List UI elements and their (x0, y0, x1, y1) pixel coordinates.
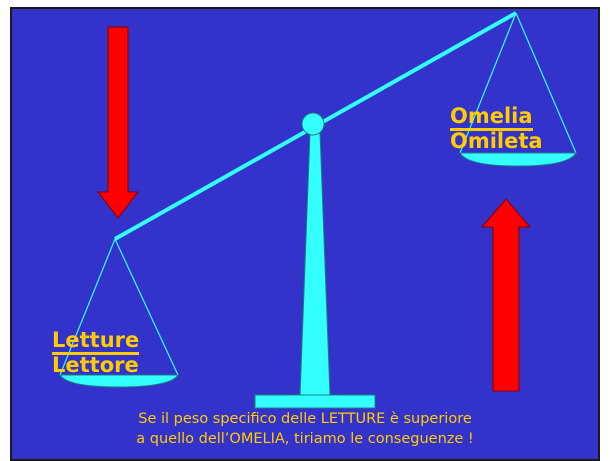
slide: Letture Lettore Omelia Omileta Se il pes… (10, 7, 600, 461)
scale-pole (299, 132, 331, 397)
up-arrow-icon (480, 198, 532, 392)
left-pan-top-word: Letture (52, 330, 140, 355)
left-pan-bottom-word: Lettore (52, 353, 139, 377)
right-pan-top-word: Omelia (450, 106, 533, 131)
right-pan (459, 152, 577, 167)
right-pan-bottom-word: Omileta (450, 129, 543, 153)
caption: Se il peso specifico delle LETTURE è sup… (10, 409, 600, 449)
down-arrow-icon (96, 26, 140, 219)
balance-scale-illustration (59, 11, 577, 409)
caption-line-2: a quello dell’OMELIA, tiriamo le consegu… (136, 431, 474, 447)
scale-base (254, 394, 376, 409)
scale-pivot (301, 112, 325, 136)
caption-line-1: Se il peso specifico delle LETTURE è sup… (138, 411, 472, 427)
left-pan (59, 374, 179, 388)
